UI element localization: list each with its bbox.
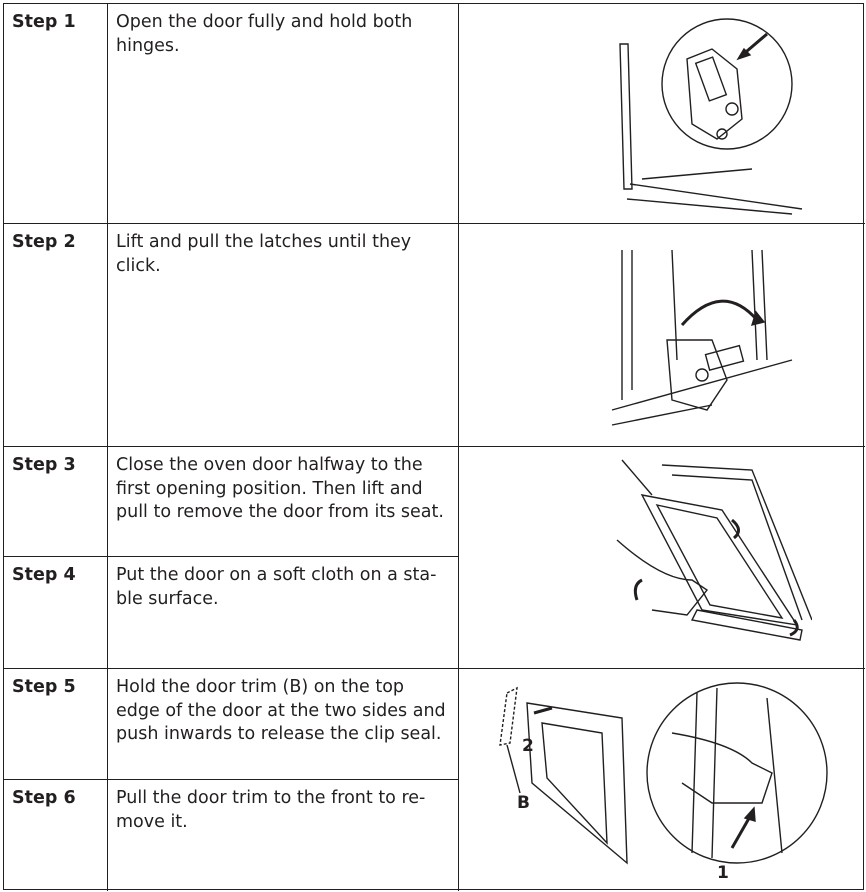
step-5-label: Step 5 <box>4 669 108 780</box>
door-removal-illustration <box>459 447 865 669</box>
step-4-text: Put the door on a soft cloth on a sta-bl… <box>108 557 459 669</box>
door-trim-illustration: 1 2 B <box>459 669 865 891</box>
step-2-label: Step 2 <box>4 224 108 447</box>
step-4-label: Step 4 <box>4 557 108 669</box>
arrow-2-label: 2 <box>522 736 534 756</box>
step-3-label: Step 3 <box>4 447 108 557</box>
instruction-table: Step 1 Open the door fully and hold both… <box>3 3 865 891</box>
step-5-text: Hold the door trim (B) on the top edge o… <box>108 669 459 780</box>
step-1-text: Open the door fully and hold both hinges… <box>108 4 459 224</box>
step-6-text: Pull the door trim to the front to re-mo… <box>108 780 459 891</box>
latch-illustration <box>459 224 865 447</box>
hinge-illustration <box>459 4 865 224</box>
step-3-text: Close the oven door halfway to the first… <box>108 447 459 557</box>
trim-b-label: B <box>517 793 530 813</box>
arrow-1-label: 1 <box>717 863 729 883</box>
step-1-label: Step 1 <box>4 4 108 224</box>
step-2-text: Lift and pull the latches until they cli… <box>108 224 459 447</box>
step-6-label: Step 6 <box>4 780 108 891</box>
